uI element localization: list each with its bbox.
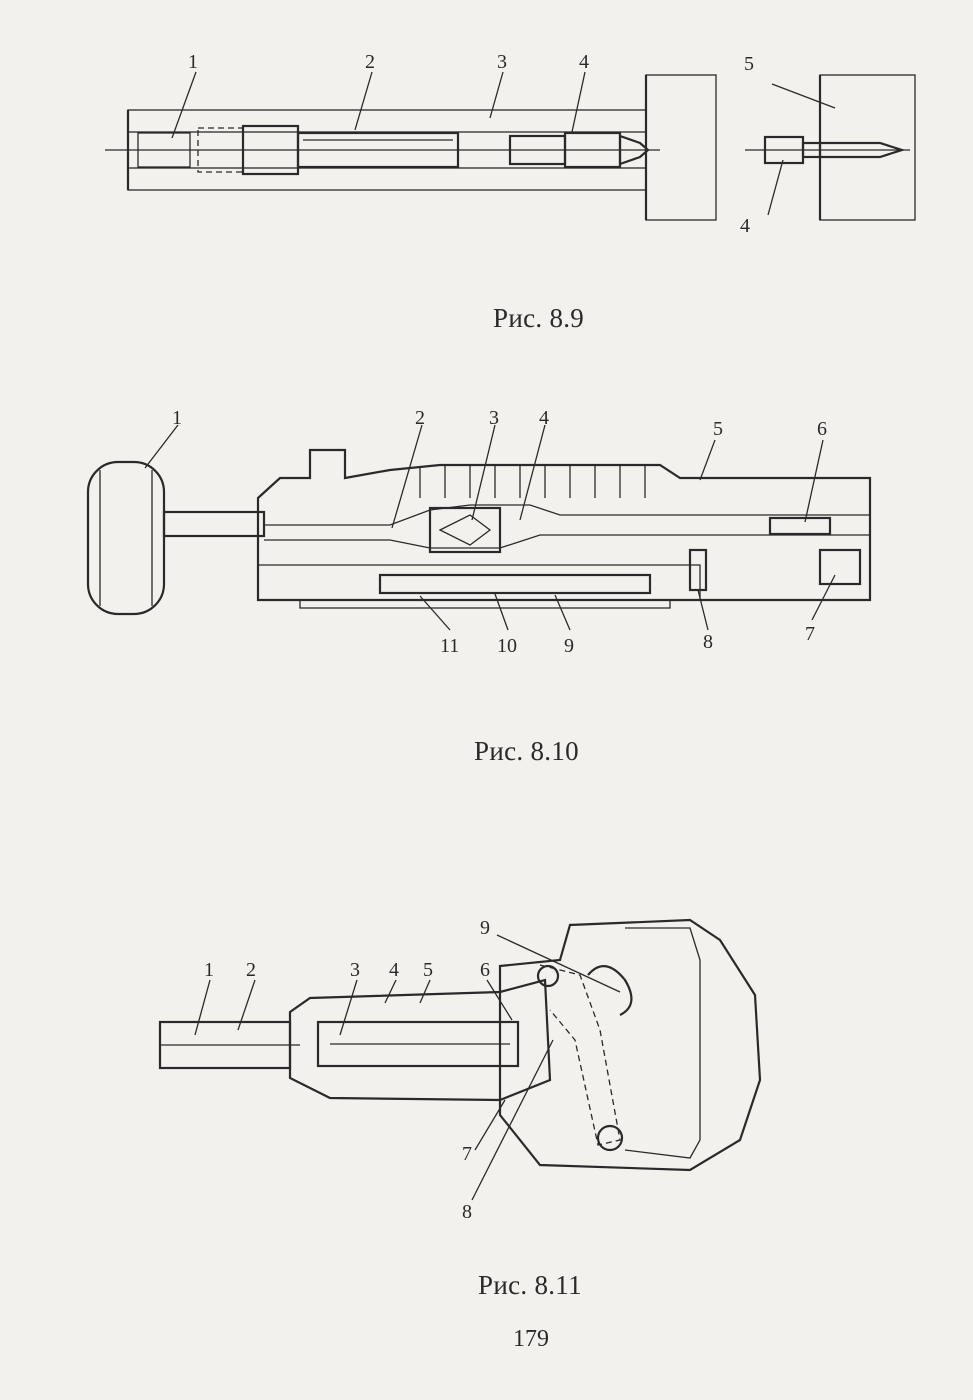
fig-8-11-label-4: 4 [389, 959, 399, 981]
fig-8-9-label-4b: 4 [740, 215, 750, 237]
fig-8-11-label-7: 7 [462, 1143, 472, 1165]
fig-8-11-label-5: 5 [423, 959, 433, 981]
part-6 [768, 516, 832, 536]
fig-8-9-label-4: 4 [579, 51, 589, 73]
fig-8-9-label-5: 5 [744, 53, 754, 75]
part-1-cartridge [137, 132, 191, 168]
tool-housing [288, 978, 552, 1102]
fig-8-11-label-6: 6 [480, 959, 490, 981]
fig-8-10-label-2: 2 [415, 407, 425, 429]
fig-8-11-label-9: 9 [480, 917, 490, 939]
fig-8-10-label-5: 5 [713, 418, 723, 440]
part-3-cartridge [428, 506, 502, 554]
part-3-piston [316, 1020, 520, 1068]
part-1-knob [86, 460, 166, 616]
figure-8-11-caption: Рис. 8.11 [478, 1270, 582, 1300]
fig-8-11-label-1: 1 [204, 959, 214, 981]
tool-body [256, 448, 872, 602]
tool-handle [498, 918, 762, 1172]
fig-8-10-label-11: 11 [440, 635, 459, 657]
fig-8-11-label-8: 8 [462, 1201, 472, 1223]
fig-8-10-label-6: 6 [817, 418, 827, 440]
part-2-piston [296, 131, 460, 169]
part-10-sleeve [378, 573, 652, 595]
figure-8-9-drawing: 1 2 3 4 5 4 [105, 51, 916, 237]
fig-8-10-label-4: 4 [539, 407, 549, 429]
figure-8-11-drawing: 1 2 3 4 5 6 9 7 8 [158, 917, 762, 1223]
trigger-mechanism [539, 964, 621, 1146]
figure-8-10-caption: Рис. 8.10 [474, 736, 579, 766]
figure-8-9-caption: Рис. 8.9 [493, 303, 585, 333]
fig-8-10-label-1: 1 [172, 407, 182, 429]
page-number: 179 [513, 1326, 549, 1352]
part-7 [818, 548, 862, 586]
fig-8-10-label-10: 10 [497, 635, 517, 657]
fig-8-9-label-2: 2 [365, 51, 375, 73]
fig-8-9-label-1: 1 [188, 51, 198, 73]
figure-8-10-drawing: 1 2 3 4 5 6 7 8 9 10 11 [86, 407, 872, 657]
fig-8-11-label-2: 2 [246, 959, 256, 981]
fig-8-9-label-3: 3 [497, 51, 507, 73]
fig-8-10-label-8: 8 [703, 631, 713, 653]
fig-8-10-label-9: 9 [564, 635, 574, 657]
fig-8-10-label-3: 3 [489, 407, 499, 429]
fig-8-11-label-3: 3 [350, 959, 360, 981]
fig-8-10-label-7: 7 [805, 623, 815, 645]
